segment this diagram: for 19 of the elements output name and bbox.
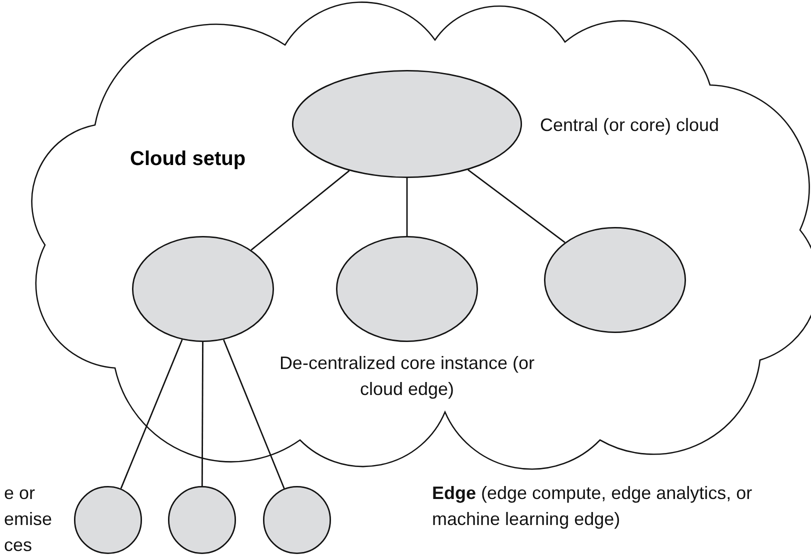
node-caption: De-centralized core instance (or cloud edge) xyxy=(278,352,536,401)
node-caption: Central (or core) cloud xyxy=(540,114,720,137)
cloud-shape xyxy=(31,2,811,470)
ellipse-node xyxy=(132,236,274,342)
ellipse-node xyxy=(544,227,686,333)
connector-line xyxy=(222,339,285,489)
connector-line xyxy=(250,170,350,251)
side-note: e or emise ces xyxy=(4,482,54,555)
connector-line xyxy=(120,339,183,489)
connector-line xyxy=(468,169,566,243)
circle-node xyxy=(263,486,331,554)
connector-line xyxy=(406,178,408,236)
ellipse-node xyxy=(292,70,522,178)
circle-node xyxy=(168,486,236,554)
side-note: Edge (edge compute, edge analytics, or machine learning edge) xyxy=(432,482,754,531)
ellipse-node xyxy=(336,236,478,342)
cloud-title: Cloud setup xyxy=(130,148,246,171)
connector-line xyxy=(201,342,204,486)
circle-node xyxy=(74,486,142,554)
